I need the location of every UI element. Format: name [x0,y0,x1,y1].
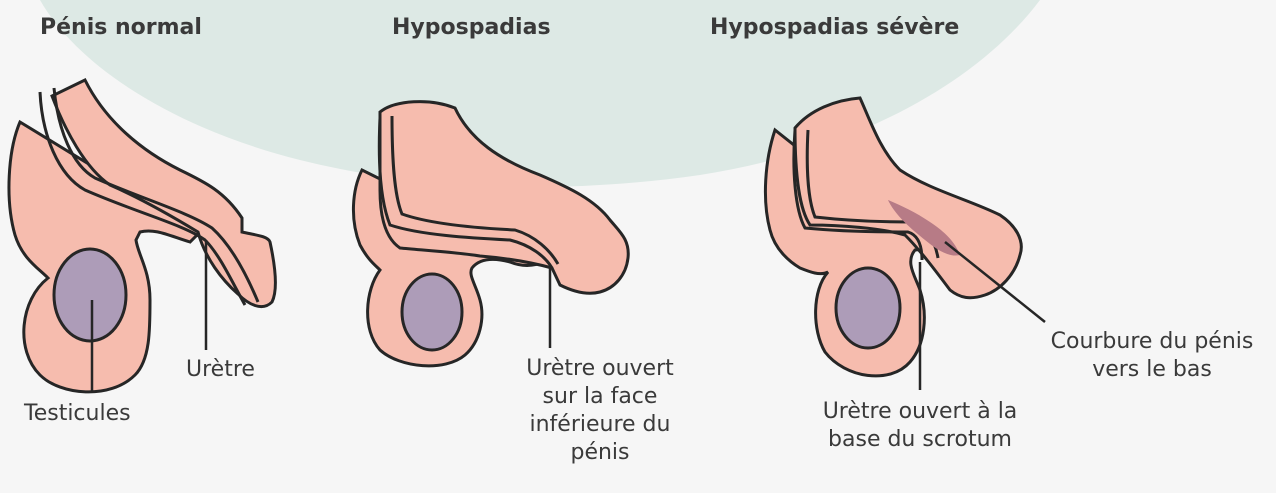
label-hypo-open-line-4: pénis [495,439,705,467]
severe-hypospadias-illustration [765,98,1045,390]
label-uretre: Urètre [186,356,255,384]
normal-testicle [54,249,126,341]
label-hypo-open-line-1: Urètre ouvert [495,355,705,383]
label-severe-open-line-2: base du scrotum [795,426,1045,454]
label-hypo-open: Urètre ouvert sur la face inférieure du … [495,355,705,467]
severe-testicle [836,268,900,348]
label-curvature-line-1: Courbure du pénis [1032,328,1272,356]
label-severe-open-line-1: Urètre ouvert à la [795,398,1045,426]
label-testicules: Testicules [24,400,131,428]
label-hypo-open-line-2: sur la face [495,383,705,411]
heading-severe: Hypospadias sévère [710,14,959,42]
hypo-testicle [402,274,462,350]
heading-hypospadias: Hypospadias [392,14,551,42]
label-curvature: Courbure du pénis vers le bas [1032,328,1272,384]
label-severe-open: Urètre ouvert à la base du scrotum [795,398,1045,454]
heading-normal: Pénis normal [40,14,202,42]
label-hypo-open-line-3: inférieure du [495,411,705,439]
label-curvature-line-2: vers le bas [1032,356,1272,384]
